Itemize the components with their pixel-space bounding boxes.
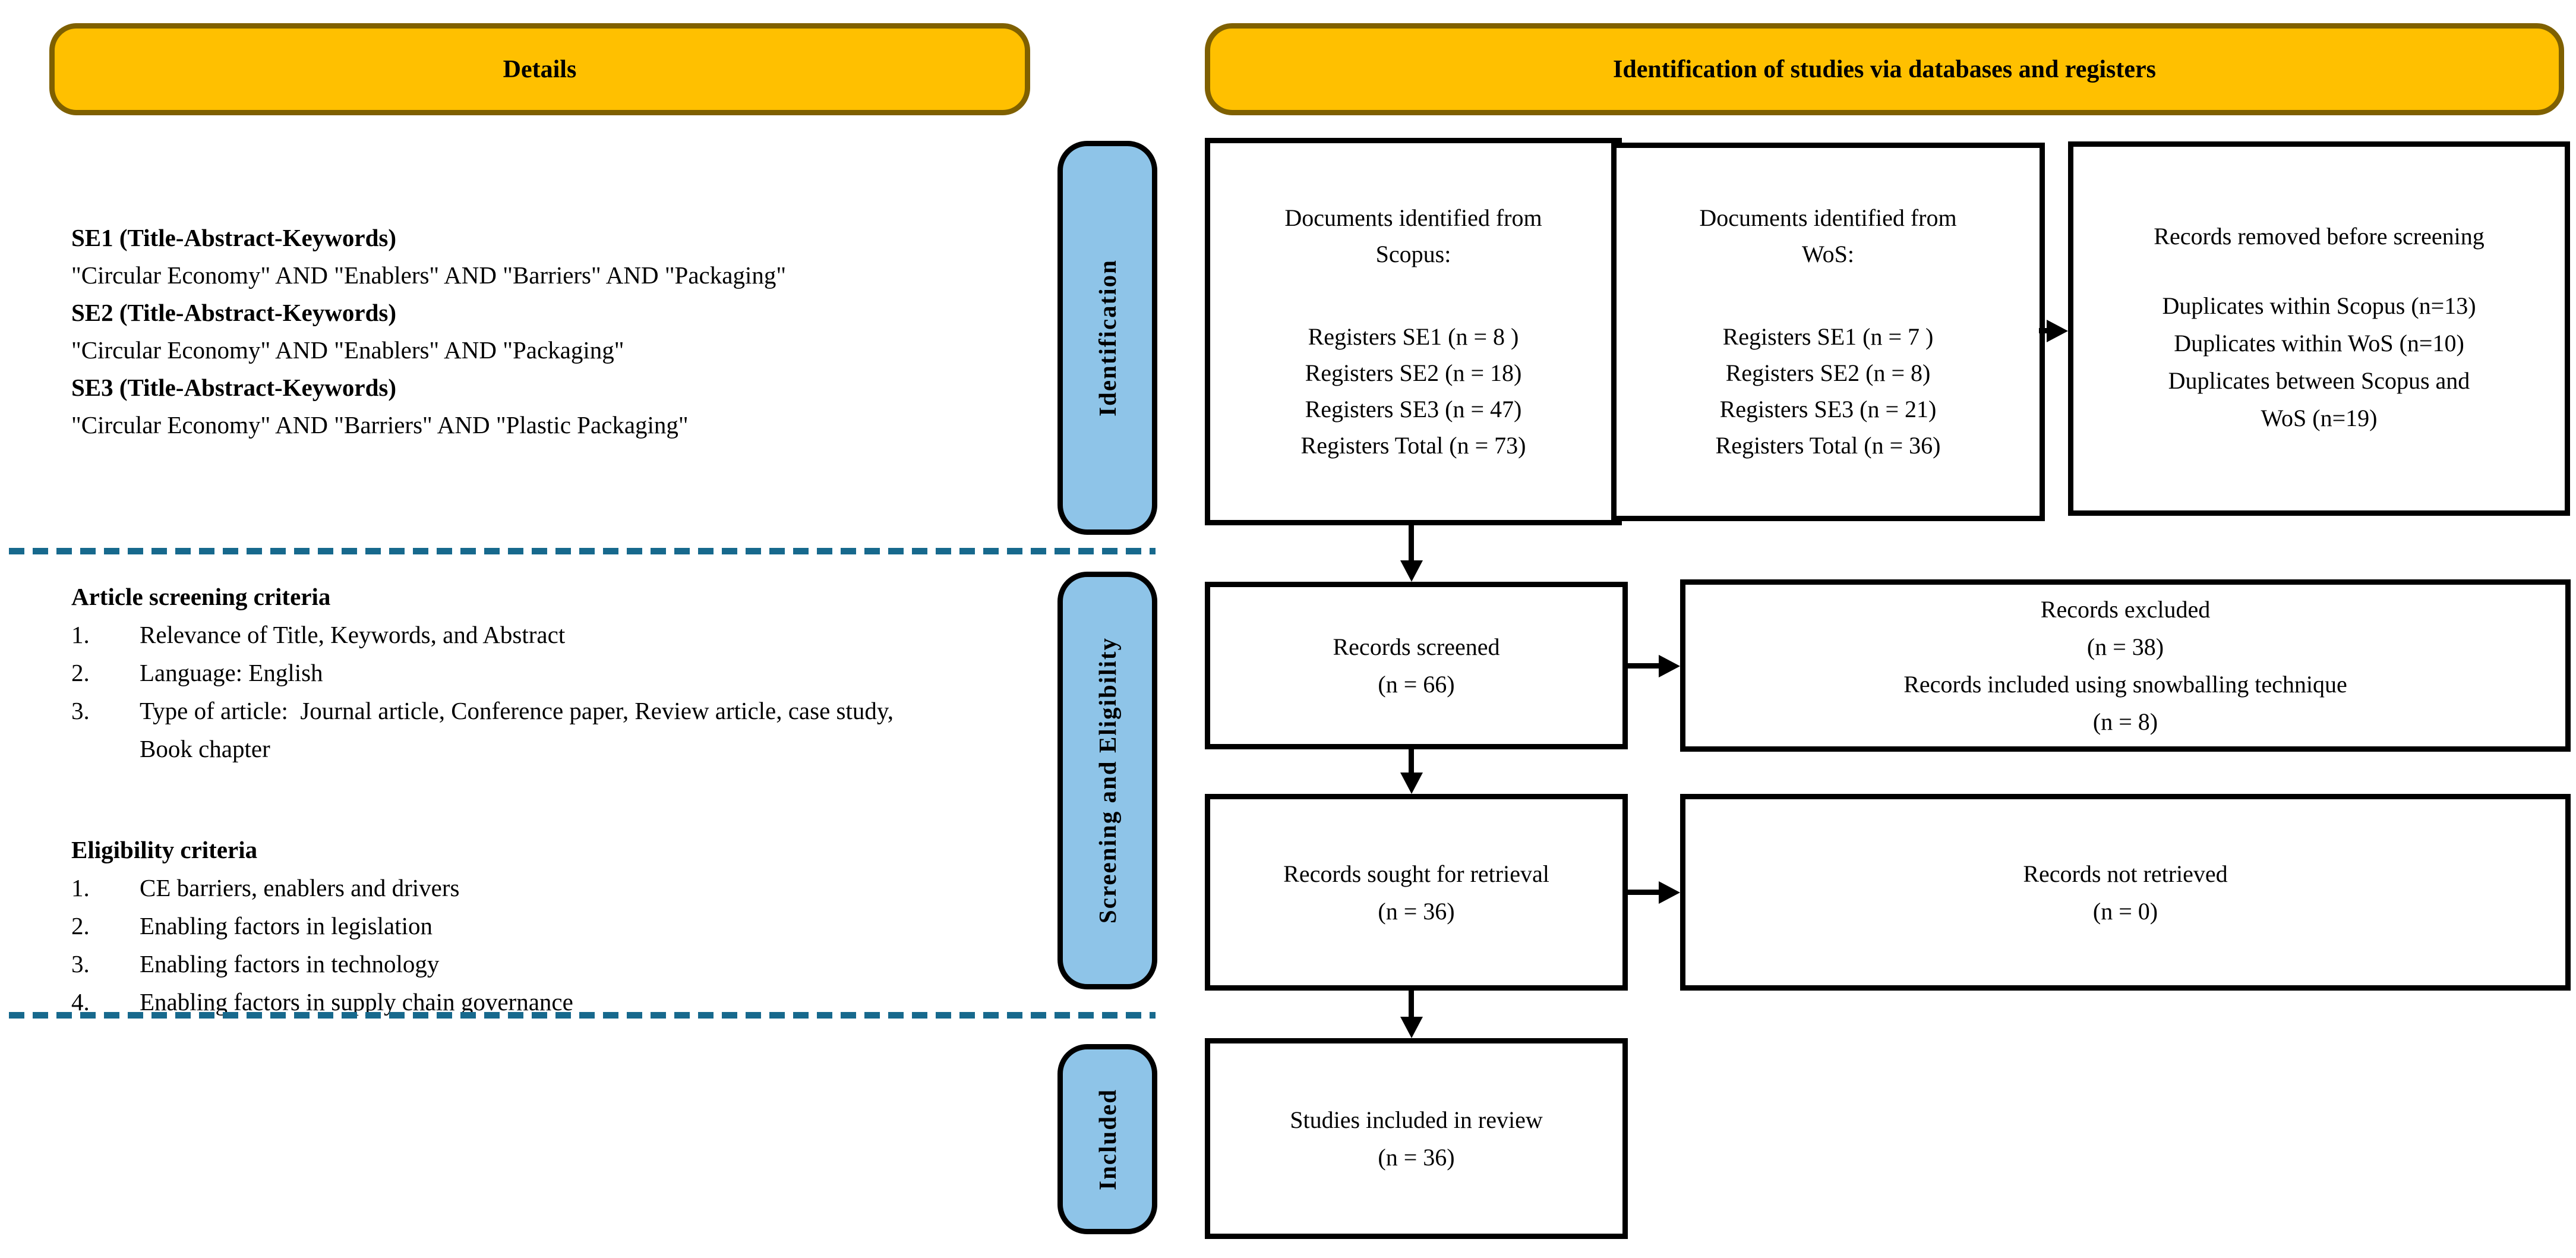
list-item: 4. Enabling factors in supply chain gove… [71, 983, 1046, 1021]
arrow-line-sought-to-included [1409, 991, 1414, 1019]
stage-label-identification: Identification [1094, 259, 1121, 417]
list-text: Type of article: Journal article, Confer… [140, 697, 900, 762]
list-number: 1. [71, 621, 90, 648]
arrow-line-row1-to-screened [1409, 521, 1414, 563]
screening-criteria-block: Article screening criteria 1. Relevance … [71, 578, 1046, 768]
arrow-line-screened-to-sought [1409, 749, 1414, 775]
stage-bar-included: Included [1057, 1044, 1157, 1234]
studies-included-box: Studies included in review(n = 36) [1205, 1038, 1628, 1239]
details-header-label: Details [503, 55, 577, 83]
list-number: 3. [71, 950, 90, 978]
eligibility-criteria-title: Eligibility criteria [71, 836, 258, 863]
list-text: Relevance of Title, Keywords, and Abstra… [140, 621, 566, 648]
list-text: CE barriers, enablers and drivers [140, 874, 460, 901]
arrow-line-screened-to-excluded [1628, 663, 1660, 669]
records-screened-box: Records screened(n = 66) [1205, 582, 1628, 749]
stage-label-screening-eligibility: Screening and Eligibility [1094, 637, 1121, 924]
search-strings-block: SE1 (Title-Abstract-Keywords) "Circular … [71, 219, 1046, 444]
stage-label-included: Included [1094, 1088, 1121, 1190]
scopus-box-registers: Registers SE1 (n = 8 )Registers SE2 (n =… [1300, 323, 1526, 459]
dashed-separator-top [9, 548, 1156, 554]
se2-query: "Circular Economy" AND "Enablers" AND "P… [71, 336, 624, 364]
studies-included-text: Studies included in review(n = 36) [1290, 1106, 1543, 1171]
list-item: 3. Enabling factors in technology [71, 945, 1046, 983]
arrow-head-wos-to-removed [2047, 320, 2068, 342]
details-header-banner: Details [49, 23, 1030, 115]
records-screened-text: Records screened(n = 66) [1333, 633, 1500, 698]
arrow-head-sought-to-notretrieved [1659, 881, 1680, 904]
identification-header-banner: Identification of studies via databases … [1205, 23, 2564, 115]
list-text: Enabling factors in technology [140, 950, 440, 978]
records-excluded-box: Records excluded(n = 38)Records included… [1680, 579, 2571, 752]
arrow-line-sought-to-notretrieved [1628, 890, 1660, 895]
dashed-separator-bottom [9, 1012, 1156, 1019]
screening-criteria-title: Article screening criteria [71, 583, 331, 610]
records-excluded-text: Records excluded(n = 38)Records included… [1903, 596, 2347, 735]
list-item: 1. Relevance of Title, Keywords, and Abs… [71, 616, 1046, 654]
list-text: Enabling factors in supply chain governa… [140, 988, 573, 1016]
wos-box-registers: Registers SE1 (n = 7 )Registers SE2 (n =… [1715, 323, 1941, 459]
records-removed-heading: Records removed before screening [2154, 223, 2485, 250]
list-number: 1. [71, 874, 90, 901]
list-item: 2. Enabling factors in legislation [71, 907, 1046, 945]
se3-query: "Circular Economy" AND "Barriers" AND "P… [71, 411, 689, 439]
se3-label: SE3 (Title-Abstract-Keywords) [71, 374, 396, 401]
list-text: Language: English [140, 659, 323, 686]
records-removed-items: Duplicates within Scopus (n=13)Duplicate… [2162, 292, 2476, 431]
list-number: 2. [71, 659, 90, 686]
se2-label: SE2 (Title-Abstract-Keywords) [71, 299, 396, 326]
records-not-retrieved-box: Records not retrieved(n = 0) [1680, 794, 2571, 991]
records-sought-box: Records sought for retrieval(n = 36) [1205, 794, 1628, 991]
list-item: 2. Language: English [71, 654, 1046, 692]
se1-label: SE1 (Title-Abstract-Keywords) [71, 224, 396, 251]
records-not-retrieved-text: Records not retrieved(n = 0) [2023, 860, 2228, 925]
stage-bar-identification: Identification [1057, 141, 1157, 535]
records-removed-box: Records removed before screening Duplica… [2068, 141, 2570, 516]
identification-header-label: Identification of studies via databases … [1613, 55, 2156, 83]
arrow-head-screened-to-sought [1400, 773, 1423, 794]
list-number: 4. [71, 988, 90, 1016]
stage-bar-screening-eligibility: Screening and Eligibility [1057, 572, 1157, 989]
list-item: 3. Type of article: Journal article, Con… [71, 692, 1046, 768]
se1-query: "Circular Economy" AND "Enablers" AND "B… [71, 261, 787, 289]
arrow-line-wos-to-removed [2039, 328, 2049, 333]
arrow-head-row1-to-screened [1400, 560, 1423, 582]
arrow-head-sought-to-included [1400, 1017, 1423, 1038]
list-text: Enabling factors in legislation [140, 912, 433, 939]
list-item: 1. CE barriers, enablers and drivers [71, 869, 1046, 907]
list-number: 3. [71, 697, 90, 724]
eligibility-criteria-block: Eligibility criteria 1. CE barriers, ena… [71, 831, 1046, 1021]
records-sought-text: Records sought for retrieval(n = 36) [1283, 860, 1549, 925]
arrow-head-screened-to-excluded [1659, 655, 1680, 677]
list-number: 2. [71, 912, 90, 939]
